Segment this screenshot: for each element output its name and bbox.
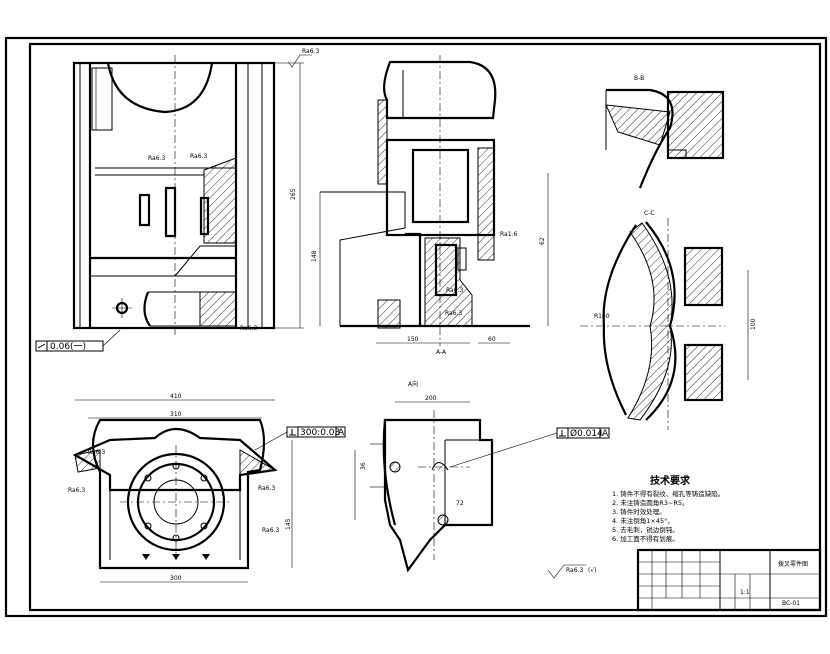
svg-text:Ra6.3: Ra6.3 [445,310,462,317]
svg-text:265: 265 [290,188,297,200]
flatness-tolerance: 0.06(一) [50,342,86,352]
mid-perp-datum: A [602,429,609,439]
technical-notes: 技术要求 1. 铸件不得有裂纹、缩孔等铸造缺陷。 2. 未注铸造圆角R3~R5。… [612,474,724,543]
svg-text:Ra6.3: Ra6.3 [258,485,275,492]
note-item: 2. 未注铸造圆角R3~R5。 [612,498,689,507]
inner-border [28,42,822,612]
outer-border [4,36,828,618]
svg-text:148: 148 [311,250,318,262]
note-item: 6. 加工面不得有划痕。 [612,534,679,543]
svg-text:200: 200 [425,395,437,402]
svg-text:Ra6.3: Ra6.3 [190,153,207,160]
drawing-number: BC-01 [782,600,800,607]
section-label-b: B-B [634,75,644,82]
top-perp-datum: A [338,428,345,438]
svg-text:R150: R150 [594,313,610,320]
general-roughness-symbol: Ra6.3 (√) [547,564,597,579]
mid-perp-tolerance: Ø0.014 [570,428,603,439]
side-section-view: 150 60 148 62 A-A Ra6.3 Ra6.3 Ra1.6 [311,55,549,356]
svg-text:300: 300 [170,575,182,582]
svg-text:Ra6.3: Ra6.3 [148,155,165,162]
svg-text:Ra6.3: Ra6.3 [68,487,85,494]
svg-text:310: 310 [170,411,182,418]
svg-text:72: 72 [456,500,464,507]
svg-text:150: 150 [407,336,419,343]
svg-text:410: 410 [170,393,182,400]
note-item: 3. 铸件时效处理。 [612,507,666,516]
svg-text:60: 60 [488,336,496,343]
svg-text:Ra1.6: Ra1.6 [500,231,517,238]
svg-text:Ra6.3: Ra6.3 [240,325,257,332]
front-view: 265 Ra6.3 Ra6.3 Ra6.3 Ra6.3 0.06(一) [35,48,319,352]
note-item: 1. 铸件不得有裂纹、缩孔等铸造缺陷。 [612,489,724,498]
svg-text:62: 62 [539,237,546,245]
rear-section-view: A向 36 200 72 Ø0.014 A [354,380,610,573]
mid-perp-datum-box [599,427,610,439]
section-label-c: C-C [644,210,655,217]
svg-text:145: 145 [285,518,292,530]
svg-text:Ra6.3: Ra6.3 [262,527,279,534]
roughness-label: Ra6.3 [302,48,319,55]
svg-text:36: 36 [360,462,367,470]
svg-text:A向: A向 [408,380,418,388]
section-view-c: C-C 100 R150 [580,210,757,430]
svg-text:Ra6.3: Ra6.3 [446,287,463,294]
title-block: 拨叉零件图 BC-01 1:1 [636,548,822,612]
top-perp-tolerance: 300:0.03 [300,428,340,438]
notes-heading: 技术要求 [650,474,691,487]
general-roughness-label: Ra6.3 [566,567,583,574]
top-view: 410 310 300 145 Ra6.3 Ra6.3 Ra6.3 Ra6.3 … [68,393,346,583]
note-item: 5. 去毛刺，锐边倒钝。 [612,525,679,534]
detail-view-b: B-B [605,75,725,189]
svg-text:100: 100 [750,318,757,330]
svg-text:A-A: A-A [436,349,447,356]
svg-text:Ra6.3: Ra6.3 [88,449,105,456]
drawing-scale: 1:1 [740,589,750,596]
note-item: 4. 未注倒角1×45°。 [612,516,674,525]
svg-text:(√): (√) [588,567,597,574]
top-perp-datum-box [335,426,346,438]
part-name: 拨叉零件图 [778,560,808,568]
